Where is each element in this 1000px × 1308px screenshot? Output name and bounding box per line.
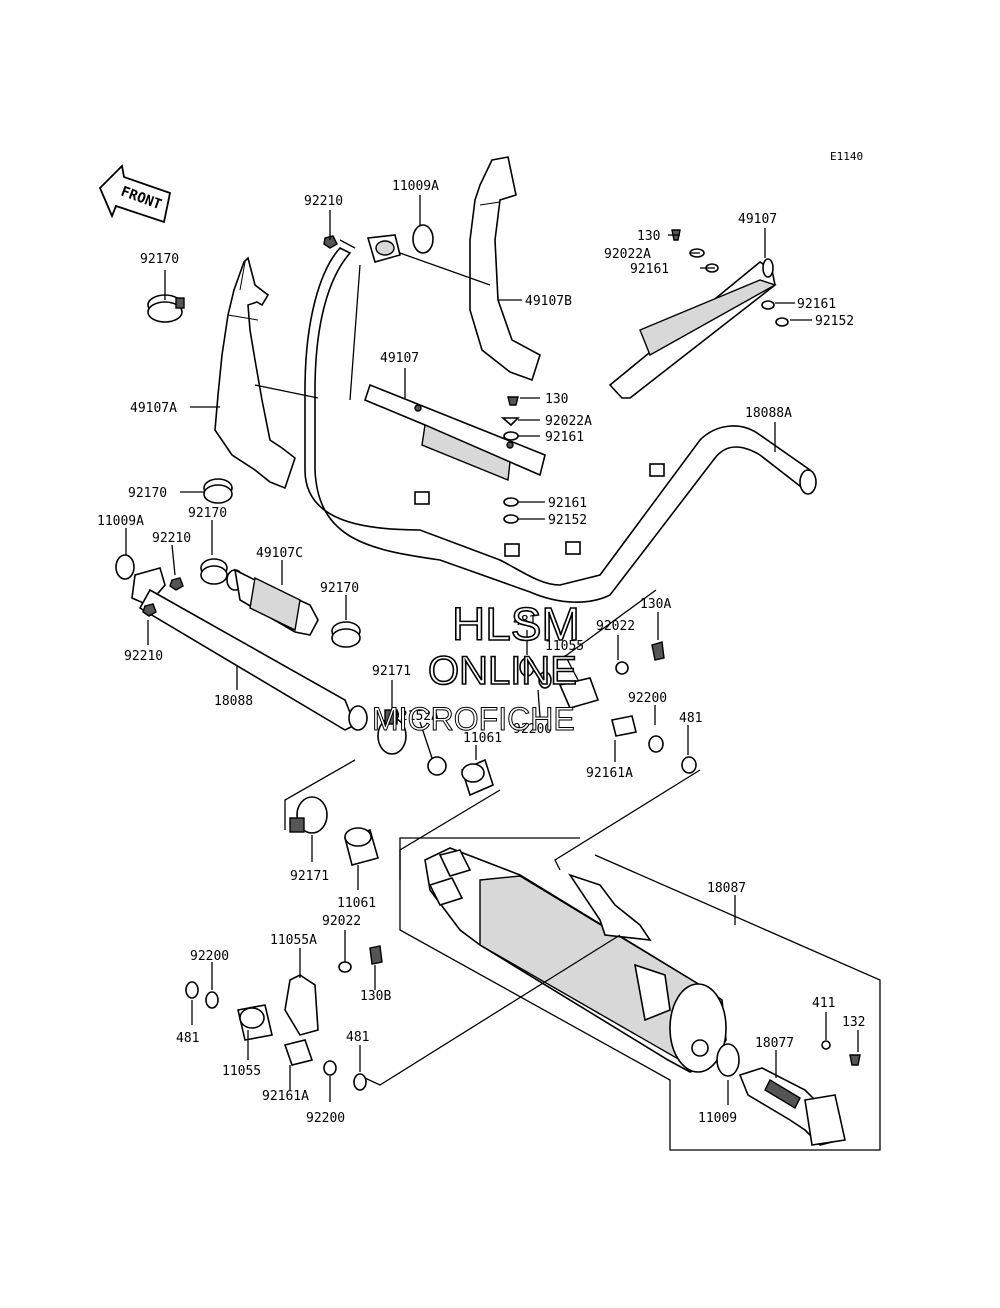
head-pipe-upper bbox=[304, 234, 817, 603]
label-18087: 18087 bbox=[707, 881, 746, 896]
clamp-92170-top bbox=[147, 294, 185, 323]
label-92210: 92210 bbox=[124, 649, 163, 664]
label-92022: 92022 bbox=[322, 914, 361, 929]
clamp-92170-d bbox=[331, 621, 361, 648]
label-92161A: 92161A bbox=[262, 1089, 309, 1104]
nut-92210-top bbox=[323, 235, 338, 249]
label-11061: 11061 bbox=[463, 731, 502, 746]
label-92161: 92161 bbox=[797, 297, 836, 312]
label-11061: 11061 bbox=[337, 896, 376, 911]
label-49107C: 49107C bbox=[256, 546, 303, 561]
label-92022A: 92022A bbox=[604, 247, 651, 262]
bushing-11061-b bbox=[344, 827, 379, 866]
watermark: HLSM ONLINE MICROFICHE bbox=[372, 597, 581, 737]
label-18088A: 18088A bbox=[745, 406, 792, 421]
label-11055: 11055 bbox=[545, 639, 584, 654]
label-92171: 92171 bbox=[290, 869, 329, 884]
label-130: 130 bbox=[545, 392, 568, 407]
part-labels: 92210 11009A 92170 49107A 49107B 49107 1… bbox=[97, 179, 865, 1126]
label-92200: 92200 bbox=[628, 691, 667, 706]
reference-code: E1140 bbox=[830, 150, 863, 163]
bracket-group-11055-b bbox=[185, 945, 383, 1091]
watermark-line1: HLSM bbox=[452, 598, 580, 650]
label-481: 481 bbox=[513, 614, 536, 629]
label-92170: 92170 bbox=[128, 486, 167, 501]
label-92152: 92152 bbox=[815, 314, 854, 329]
label-18077: 18077 bbox=[755, 1036, 794, 1051]
label-92200: 92200 bbox=[306, 1111, 345, 1126]
heat-guard-49107-top bbox=[608, 258, 777, 399]
label-92170: 92170 bbox=[188, 506, 227, 521]
watermark-line3: MICROFICHE bbox=[372, 701, 575, 737]
label-92210: 92210 bbox=[152, 531, 191, 546]
label-92022: 92022 bbox=[596, 619, 635, 634]
label-92152: 92152 bbox=[548, 513, 587, 528]
heat-guard-49107A bbox=[214, 256, 296, 490]
label-481: 481 bbox=[679, 711, 702, 726]
label-11055: 11055 bbox=[222, 1064, 261, 1079]
clamp-92170-c bbox=[200, 558, 228, 585]
label-92210: 92210 bbox=[304, 194, 343, 209]
label-11055A: 11055A bbox=[270, 933, 317, 948]
leader-lines bbox=[125, 195, 881, 1151]
label-130A: 130A bbox=[640, 597, 671, 612]
gasket-11009A-top bbox=[412, 224, 434, 254]
label-49107B: 49107B bbox=[525, 294, 572, 309]
label-18088: 18088 bbox=[214, 694, 253, 709]
label-11009A: 11009A bbox=[97, 514, 144, 529]
watermark-line2: ONLINE bbox=[428, 649, 577, 693]
bracket-group-11055-a bbox=[519, 641, 697, 774]
label-92161: 92161 bbox=[545, 430, 584, 445]
label-130: 130 bbox=[637, 229, 660, 244]
label-49107: 49107 bbox=[738, 212, 777, 227]
label-481: 481 bbox=[176, 1031, 199, 1046]
label-49107A: 49107A bbox=[130, 401, 177, 416]
heat-guard-49107B bbox=[469, 156, 541, 382]
label-11009: 11009 bbox=[698, 1111, 737, 1126]
label-49107: 49107 bbox=[380, 351, 419, 366]
label-481: 481 bbox=[346, 1030, 369, 1045]
gasket-11009 bbox=[716, 1043, 740, 1077]
label-11009A: 11009A bbox=[392, 179, 439, 194]
clamp-92171-b bbox=[289, 796, 328, 834]
pipe-18088 bbox=[115, 554, 368, 731]
pipe-49107C bbox=[226, 568, 319, 636]
label-132: 132 bbox=[842, 1015, 865, 1030]
label-130B: 130B bbox=[360, 989, 391, 1004]
label-92200: 92200 bbox=[513, 722, 552, 737]
clamp-92170-b bbox=[203, 478, 233, 504]
muffler-18087 bbox=[424, 847, 727, 1073]
label-411: 411 bbox=[812, 996, 835, 1011]
tail-18077 bbox=[738, 1040, 861, 1146]
label-92161: 92161 bbox=[630, 262, 669, 277]
label-92200: 92200 bbox=[190, 949, 229, 964]
label-92152A: 92152A bbox=[392, 709, 439, 724]
label-92161A: 92161A bbox=[586, 766, 633, 781]
clamp-92171-a bbox=[377, 709, 407, 755]
bushing-11061-a bbox=[427, 756, 494, 797]
label-92161: 92161 bbox=[548, 496, 587, 511]
label-92170: 92170 bbox=[140, 252, 179, 267]
front-arrow-icon: FRONT bbox=[98, 164, 172, 224]
label-92170: 92170 bbox=[320, 581, 359, 596]
label-92171: 92171 bbox=[372, 664, 411, 679]
label-92022A: 92022A bbox=[545, 414, 592, 429]
heat-guard-49107-mid bbox=[364, 383, 546, 481]
